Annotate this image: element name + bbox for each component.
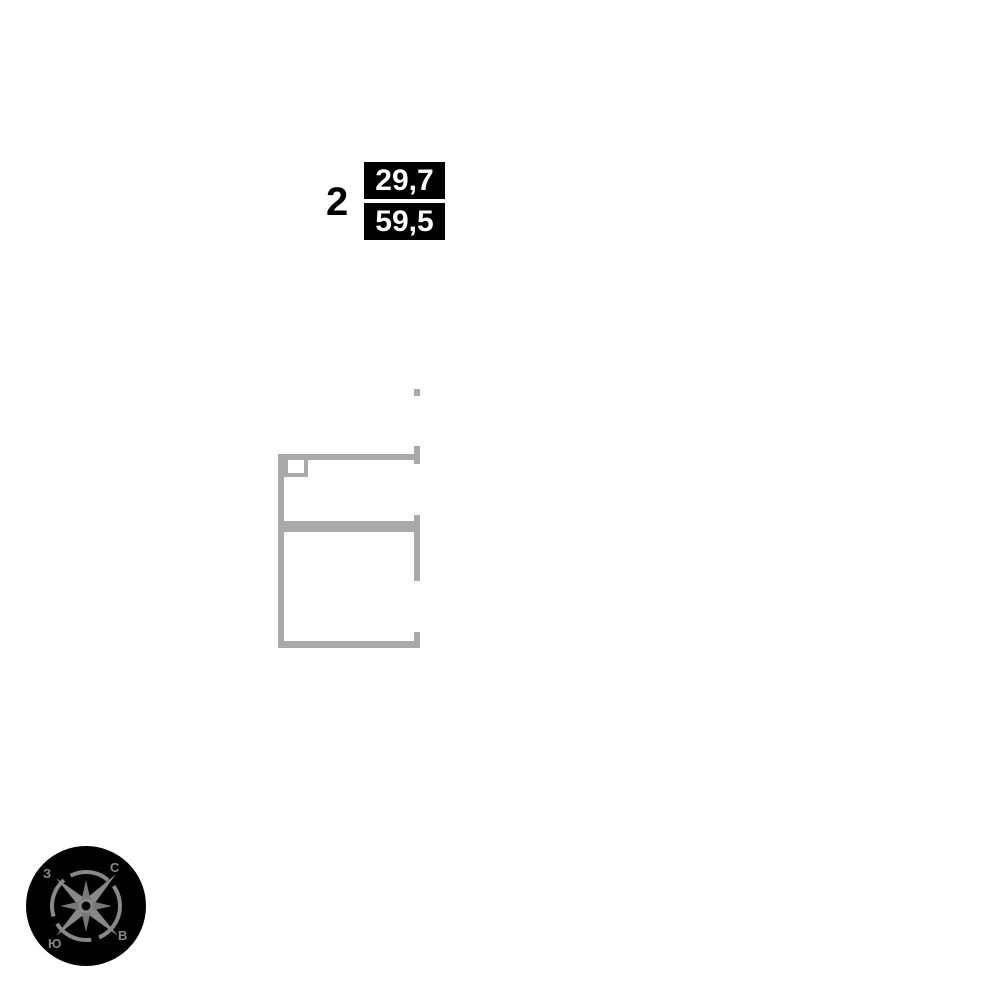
living-area: 29,7: [364, 162, 445, 199]
compass-west: З: [43, 866, 52, 881]
compass-south: Ю: [48, 936, 62, 951]
wall-left: [278, 454, 284, 648]
wall-top: [278, 454, 418, 460]
wall-right-lower: [414, 632, 420, 648]
room-count: 2: [326, 180, 349, 224]
compass: С В Ю З: [26, 846, 146, 966]
compass-north: С: [110, 860, 120, 875]
compass-rose-icon: [50, 870, 122, 942]
compass-east: В: [118, 928, 128, 943]
shaft: [284, 460, 288, 477]
wall-bottom: [278, 641, 420, 648]
total-area: 59,5: [364, 203, 445, 240]
wall-middle: [280, 521, 418, 532]
shaft: [284, 473, 308, 477]
wall-fragment: [414, 389, 420, 396]
shaft: [304, 460, 308, 477]
wall-right: [414, 515, 420, 581]
wall-stub: [414, 446, 420, 464]
